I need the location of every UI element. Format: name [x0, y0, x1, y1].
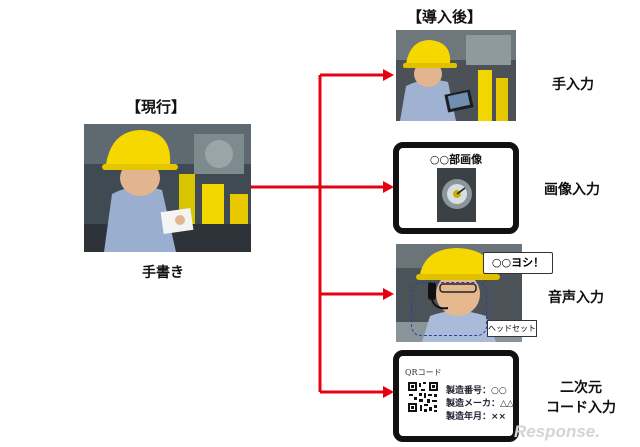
headset-highlight-box: [411, 282, 487, 336]
image-input-label: 画像入力: [544, 182, 600, 198]
arrowhead-image: [383, 181, 394, 193]
qr-code-icon: [407, 381, 439, 413]
response-watermark: Response.: [514, 422, 600, 441]
qr-field-manufacture-date: 製造年月：××: [446, 412, 507, 422]
manual-input-photo: [396, 30, 516, 121]
qr-input-label-line1: 二次元: [560, 380, 602, 396]
qr-label: QRコード: [405, 368, 442, 377]
arrowhead-voice: [383, 288, 394, 300]
speech-bubble: ○○ヨシ！: [483, 252, 553, 274]
voice-input-photo: [396, 244, 522, 342]
image-input-screen: ○○部画像: [393, 142, 519, 234]
tablet-worker-illustration: [396, 30, 516, 121]
after-heading: 【導入後】: [407, 8, 483, 26]
qr-field-manufacturer: 製造メーカ：△△: [446, 399, 514, 409]
image-screen-title: ○○部画像: [429, 153, 483, 166]
gauge-photo-illustration: [437, 168, 476, 222]
qr-input-screen: QRコード 製造番号：○○ 製造メーカ：△△ 製造年月：××: [393, 350, 519, 442]
qr-field-serial-number: 製造番号：○○: [446, 386, 507, 396]
qr-input-label-line2: コード入力: [546, 400, 616, 416]
current-photo: [84, 124, 251, 252]
current-heading: 【現行】: [126, 98, 187, 116]
handwriting-worker-illustration: [84, 124, 251, 252]
headset-tag: ヘッドセット: [487, 320, 537, 337]
headset-worker-illustration: [396, 244, 522, 342]
voice-input-label: 音声入力: [548, 290, 604, 306]
arrowhead-qr: [383, 386, 394, 398]
arrowhead-manual: [383, 69, 394, 81]
current-caption: 手書き: [142, 265, 184, 281]
manual-input-label: 手入力: [552, 77, 594, 93]
